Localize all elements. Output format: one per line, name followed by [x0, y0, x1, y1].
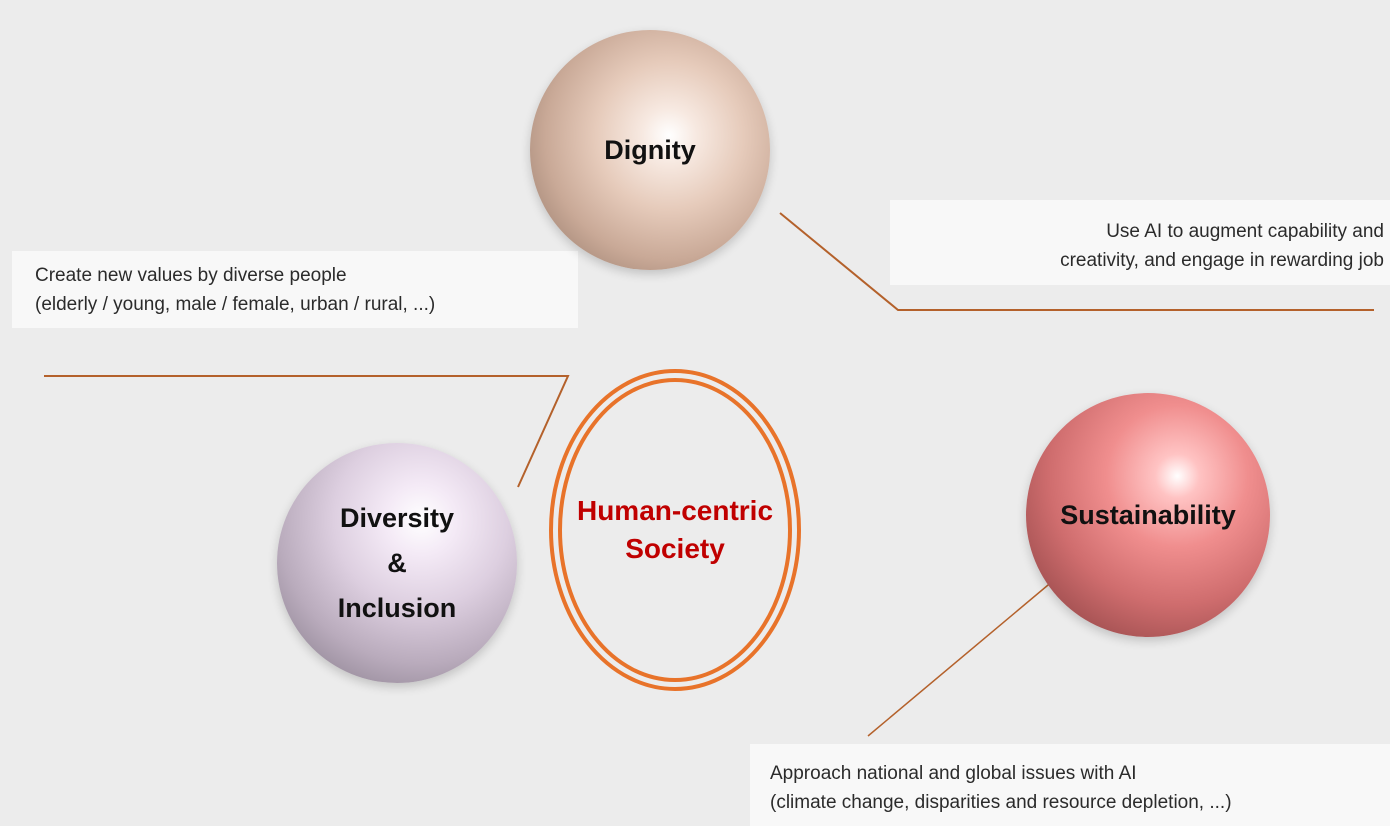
center-title-line1: Human-centric [576, 495, 774, 526]
diversity-note-line1: Create new values by diverse people [35, 265, 347, 286]
dignity-sphere: Dignity [530, 30, 770, 270]
center-ring-outer [549, 369, 801, 691]
diversity-label-line3: Inclusion [337, 592, 457, 623]
dignity-note-line2: creativity, and engage in rewarding job [1060, 250, 1384, 271]
sustainability-note-line1: Approach national and global issues with… [770, 763, 1137, 784]
diversity-label-line2: & [387, 547, 407, 578]
sustainability-sphere: Sustainability [1026, 393, 1270, 637]
human-centric-society-center: Human-centric Society [555, 370, 795, 690]
sustainability-note: Approach national and global issues with… [750, 744, 1390, 826]
diversity-note-line2: (elderly / young, male / female, urban /… [35, 294, 436, 315]
diversity-connector [44, 375, 570, 488]
diversity-label-line1: Diversity [339, 502, 455, 533]
dignity-label: Dignity [604, 134, 696, 165]
dignity-note-line1: Use AI to augment capability and [1106, 221, 1384, 242]
sustainability-label: Sustainability [1060, 499, 1236, 530]
center-ring-inner [558, 378, 792, 682]
diversity-note: Create new values by diverse people (eld… [12, 251, 578, 328]
sustainability-connector [867, 574, 1061, 737]
dignity-connector [779, 212, 1374, 311]
diversity-inclusion-sphere: Diversity & Inclusion [277, 443, 517, 683]
sustainability-note-line2: (climate change, disparities and resourc… [770, 792, 1232, 813]
center-title-line2: Society [625, 533, 725, 564]
diversity-label: Diversity & Inclusion [338, 496, 457, 631]
dignity-note: Use AI to augment capability and creativ… [890, 200, 1390, 285]
